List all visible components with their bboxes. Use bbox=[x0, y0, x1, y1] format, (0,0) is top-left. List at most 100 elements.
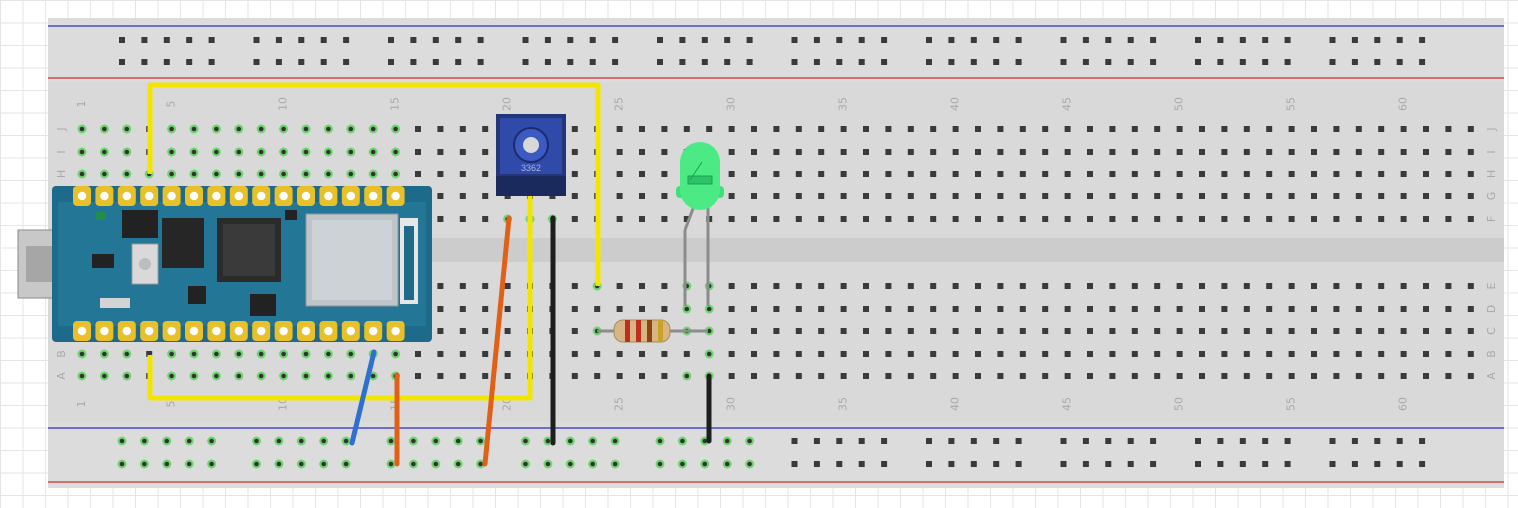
breadboard-hole bbox=[885, 126, 892, 132]
hole-center bbox=[411, 438, 416, 444]
breadboard-hole bbox=[907, 373, 914, 379]
hole-center bbox=[303, 171, 309, 177]
breadboard-hole bbox=[1311, 373, 1317, 379]
breadboard-hole bbox=[997, 193, 1004, 199]
breadboard-hole bbox=[1199, 171, 1205, 177]
hole-center bbox=[191, 351, 197, 357]
header-pin-hole bbox=[167, 326, 176, 336]
hole-center bbox=[214, 171, 219, 177]
breadboard-hole bbox=[459, 306, 466, 312]
hole-center bbox=[388, 461, 394, 467]
breadboard-hole bbox=[1445, 126, 1452, 132]
breadboard-hole bbox=[1378, 373, 1385, 379]
breadboard-hole bbox=[616, 171, 623, 177]
breadboard-hole bbox=[885, 306, 892, 312]
breadboard-hole bbox=[1042, 283, 1049, 289]
breadboard-hole bbox=[1445, 216, 1452, 222]
breadboard-hole bbox=[482, 149, 489, 155]
breadboard-hole bbox=[1019, 216, 1026, 222]
header-pin-hole bbox=[346, 191, 355, 201]
breadboard-hole bbox=[459, 149, 466, 155]
led-glyph bbox=[687, 161, 713, 185]
breadboard-hole bbox=[1445, 373, 1452, 379]
breadboard-hole bbox=[997, 328, 1004, 334]
breadboard-hole bbox=[1333, 171, 1340, 177]
breadboard-hole bbox=[795, 373, 802, 379]
breadboard-hole bbox=[863, 373, 869, 379]
breadboard-hole bbox=[1351, 461, 1358, 467]
breadboard-hole bbox=[840, 283, 847, 289]
breadboard-hole bbox=[1176, 216, 1183, 222]
header-pin-hole bbox=[279, 326, 288, 336]
hole-center bbox=[343, 461, 349, 467]
breadboard-hole bbox=[594, 373, 601, 379]
breadboard-hole bbox=[437, 373, 444, 379]
breadboard-hole bbox=[1333, 328, 1340, 334]
breadboard-hole bbox=[795, 216, 802, 222]
breadboard-hole bbox=[1239, 438, 1246, 444]
breadboard-hole bbox=[1423, 193, 1429, 199]
breadboard-hole bbox=[459, 283, 466, 289]
breadboard-hole bbox=[1467, 351, 1474, 357]
breadboard-hole bbox=[1284, 37, 1291, 43]
breadboard-hole bbox=[1378, 193, 1385, 199]
hole-center bbox=[214, 126, 219, 132]
breadboard-hole bbox=[773, 216, 780, 222]
hole-center bbox=[124, 126, 130, 132]
breadboard-hole bbox=[773, 306, 780, 312]
breadboard-hole bbox=[1019, 328, 1026, 334]
wire-orange-right[interactable] bbox=[482, 215, 512, 467]
breadboard-hole bbox=[1355, 351, 1362, 357]
pot-knob-center bbox=[523, 137, 539, 153]
breadboard-hole bbox=[1087, 328, 1093, 334]
breadboard-hole bbox=[858, 461, 865, 467]
hole-center bbox=[236, 149, 242, 155]
breadboard-hole bbox=[320, 59, 327, 65]
breadboard-hole bbox=[1176, 306, 1183, 312]
breadboard-hole bbox=[1378, 216, 1385, 222]
header-pin-hole bbox=[77, 326, 87, 336]
breadboard-hole bbox=[728, 328, 735, 334]
breadboard-hole bbox=[863, 171, 869, 177]
hole-center bbox=[393, 126, 398, 132]
wire-blue[interactable] bbox=[349, 349, 377, 446]
header-pin-hole bbox=[212, 191, 221, 201]
wire-yellow-bottom[interactable] bbox=[147, 196, 533, 401]
led-smd-2 bbox=[285, 210, 297, 220]
breadboard-hole bbox=[661, 351, 668, 357]
breadboard-hole bbox=[930, 216, 937, 222]
breadboard-hole bbox=[975, 283, 981, 289]
breadboard-hole bbox=[926, 59, 932, 65]
breadboard-hole bbox=[728, 126, 735, 132]
breadboard-hole bbox=[163, 59, 170, 65]
breadboard-hole bbox=[791, 59, 798, 65]
breadboard-hole bbox=[1131, 373, 1138, 379]
breadboard-hole bbox=[1199, 351, 1205, 357]
breadboard-hole bbox=[1127, 37, 1134, 43]
breadboard-hole bbox=[1266, 171, 1273, 177]
breadboard-hole bbox=[975, 126, 981, 132]
breadboard-hole bbox=[930, 351, 937, 357]
breadboard-hole bbox=[1333, 306, 1340, 312]
hole-center bbox=[124, 373, 130, 379]
breadboard-hole bbox=[482, 216, 489, 222]
breadboard-hole bbox=[1266, 351, 1273, 357]
row-letter-label: I bbox=[55, 150, 68, 153]
breadboard-hole bbox=[482, 328, 489, 334]
wire-yellow-top[interactable] bbox=[147, 82, 601, 286]
breadboard-hole bbox=[1154, 373, 1161, 379]
breadboard-hole bbox=[1400, 328, 1407, 334]
column-number-label: 5 bbox=[165, 101, 178, 108]
breadboard-hole bbox=[1042, 373, 1049, 379]
breadboard-hole bbox=[997, 373, 1004, 379]
breadboard-hole bbox=[1243, 171, 1250, 177]
column-number-label: 40 bbox=[949, 97, 962, 111]
breadboard-hole bbox=[437, 171, 444, 177]
pot-marking: 3362 bbox=[521, 163, 541, 173]
breadboard-hole bbox=[1154, 193, 1161, 199]
breadboard-hole bbox=[1266, 149, 1273, 155]
breadboard-hole bbox=[1087, 216, 1093, 222]
header-pin-hole bbox=[257, 326, 266, 336]
hole-center bbox=[326, 351, 331, 357]
breadboard-hole bbox=[773, 373, 780, 379]
